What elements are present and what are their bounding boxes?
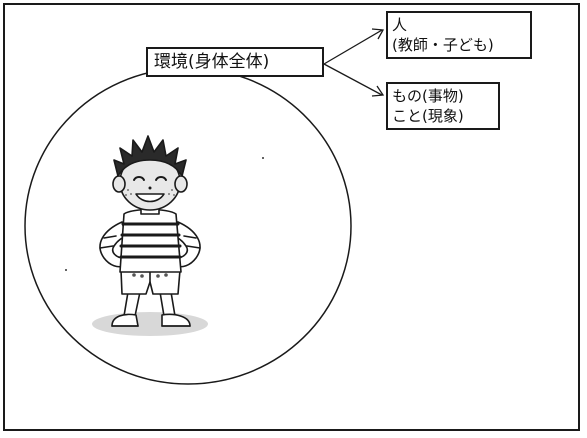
connector-arrows [323,28,385,97]
smile [135,193,165,203]
right-eye [155,176,167,181]
left-shoe [111,313,139,327]
child-illustration [92,135,208,336]
arm-stripes [99,235,201,249]
freckles [125,189,175,196]
right-ear [174,175,188,193]
things-box: もの(事物) こと(現象) [386,82,500,130]
arrow-to-people-head [371,28,385,40]
belt-pattern [132,273,168,278]
environment-circle [24,67,352,385]
environment-label: 環境(身体全体) [154,52,270,72]
stray-dot [65,269,67,271]
left-eye [133,176,145,181]
arrow-to-people [323,29,383,65]
face [125,176,175,203]
stray-dot [262,157,264,159]
people-detail: (教師・子ども) [392,36,494,54]
spiky-hair [113,135,187,177]
diagram-frame [3,3,580,431]
people-box: 人 (教師・子ども) [386,11,532,59]
environment-box: 環境(身体全体) [146,47,324,77]
shirt-stripes [119,222,182,259]
arrow-to-things [323,63,383,96]
people-label: 人 [392,16,408,34]
things-label: もの(事物) [392,87,464,105]
nose [148,186,152,190]
left-ear [112,175,126,193]
phenomena-label: こと(現象) [392,107,464,125]
striped-shirt [119,208,182,273]
arrow-to-things-head [371,85,385,97]
